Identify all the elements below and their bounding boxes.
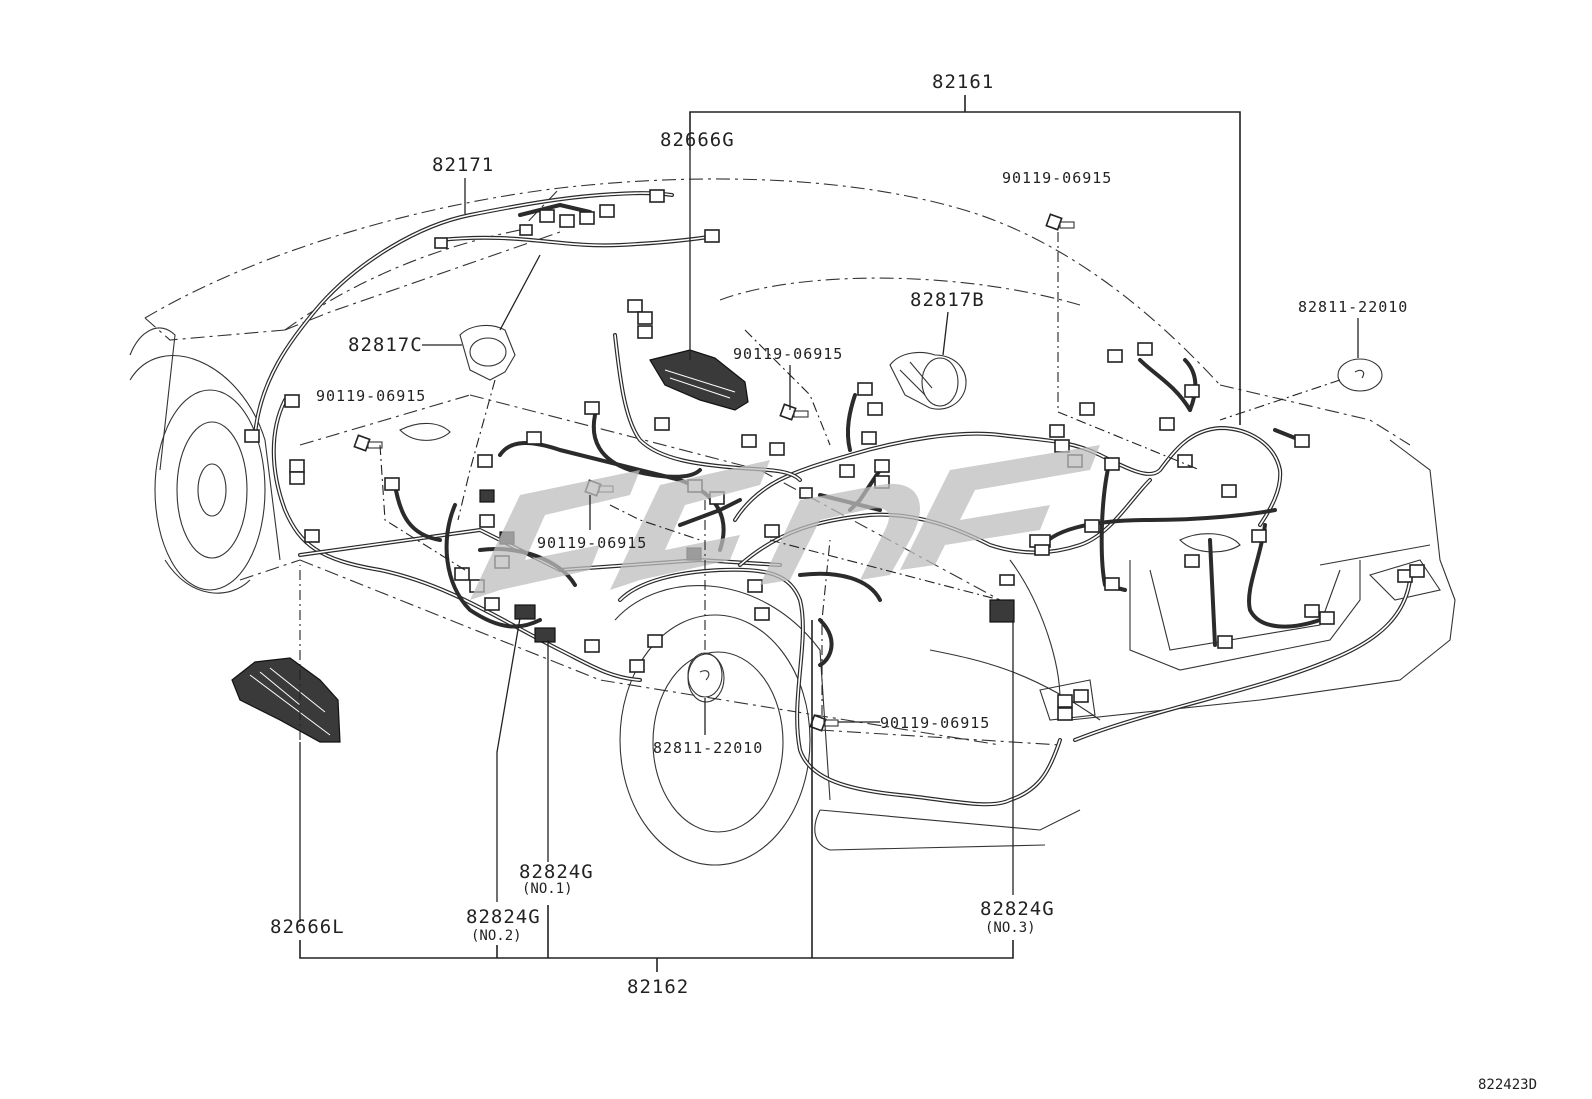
label-82817C: 82817C	[348, 334, 423, 356]
bolt-icon	[1045, 213, 1075, 231]
roof-harness-82171	[253, 191, 717, 437]
part-82817B-clamp	[889, 351, 967, 410]
label-82811-22010-wheel: 82811-22010	[653, 739, 763, 757]
label-82666L: 82666L	[270, 916, 345, 938]
label-82162: 82162	[627, 976, 689, 998]
part-82817C-clamp	[459, 324, 516, 381]
label-82824G-no3-sub: (NO.3)	[985, 920, 1036, 936]
leader-lines	[299, 95, 1359, 972]
label-82811-22010-right: 82811-22010	[1298, 298, 1408, 316]
watermark-logo	[470, 445, 1100, 600]
label-82824G-no1: 82824G	[519, 861, 594, 883]
label-82824G-no2-sub: (NO.2)	[471, 928, 522, 944]
label-82161: 82161	[932, 71, 994, 93]
part-82811-22010-grommet-right	[1337, 358, 1383, 392]
label-82817B: 82817B	[910, 289, 985, 311]
label-90119-06915-left: 90119-06915	[316, 387, 426, 405]
car-body-outline	[129, 178, 1456, 866]
part-labels: 82161 82666G 82171 90119-06915 82817B 82…	[270, 71, 1537, 1093]
part-82811-22010-grommet-wheel	[687, 652, 723, 698]
label-82171: 82171	[432, 154, 494, 176]
label-82666G: 82666G	[660, 129, 735, 151]
label-82824G-no2: 82824G	[466, 906, 541, 928]
label-90119-06915-mid: 90119-06915	[537, 534, 647, 552]
connectors	[244, 189, 1425, 721]
bolt-icon	[353, 434, 383, 452]
label-90119-06915-lower: 90119-06915	[880, 714, 990, 732]
label-82824G-no1-sub: (NO.1)	[522, 881, 573, 897]
bolt-icon	[779, 403, 809, 421]
label-82824G-no3: 82824G	[980, 898, 1055, 920]
label-90119-06915-top: 90119-06915	[1002, 169, 1112, 187]
diagram-code: 822423D	[1478, 1077, 1537, 1093]
part-82666L-bracket	[231, 657, 341, 743]
label-90119-06915-center: 90119-06915	[733, 345, 843, 363]
part-82666G-bracket	[649, 349, 749, 411]
